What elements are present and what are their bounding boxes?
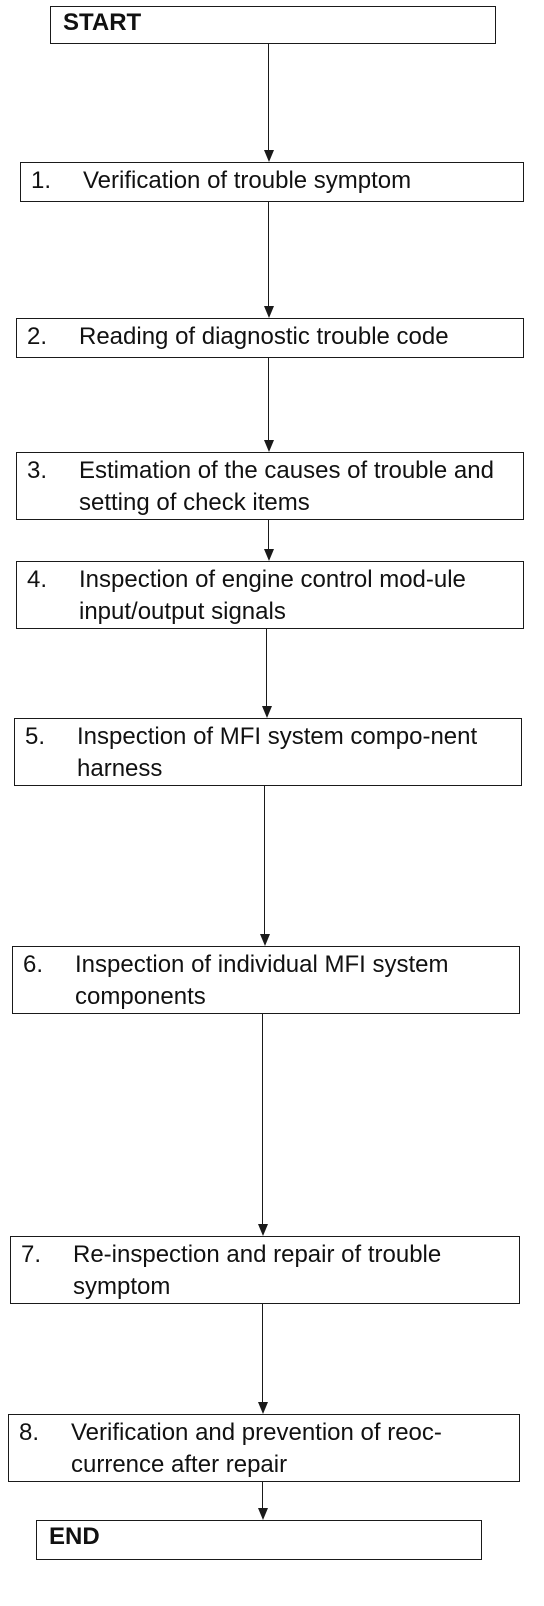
step-4-number: 4. xyxy=(27,566,48,593)
step-1-text: Verification of trouble symptom xyxy=(83,167,412,194)
step-3-box: 3. Estimation of the causes of trouble a… xyxy=(16,452,524,520)
end-terminal: END xyxy=(36,1520,482,1560)
start-label: START xyxy=(63,9,142,36)
connector-1-2 xyxy=(268,202,269,306)
step-2-box: 2. Reading of diagnostic trouble code xyxy=(16,318,524,358)
connector-6-7 xyxy=(262,1014,263,1224)
step-1-number: 1. xyxy=(31,167,52,194)
step-8-number: 8. xyxy=(19,1419,40,1446)
step-3-number: 3. xyxy=(27,457,48,484)
step-4-text: Inspection of engine control mod-ule inp… xyxy=(79,566,466,625)
step-6-text: Inspection of individual MFI system comp… xyxy=(75,951,449,1010)
step-3-text: Estimation of the causes of trouble and … xyxy=(79,457,494,516)
connector-8-end xyxy=(262,1482,263,1508)
end-label: END xyxy=(49,1523,100,1550)
step-7-text: Re-inspection and repair of trouble symp… xyxy=(73,1241,442,1300)
arrowhead-6-7 xyxy=(258,1224,268,1236)
step-2-number: 2. xyxy=(27,323,48,350)
arrowhead-4-5 xyxy=(262,706,272,718)
step-6-box: 6. Inspection of individual MFI system c… xyxy=(12,946,520,1014)
step-5-number: 5. xyxy=(25,723,46,750)
arrowhead-5-6 xyxy=(260,934,270,946)
start-terminal: START xyxy=(50,6,496,44)
step-5-text: Inspection of MFI system compo-nent harn… xyxy=(77,723,478,782)
step-7-box: 7. Re-inspection and repair of trouble s… xyxy=(10,1236,520,1304)
connector-5-6 xyxy=(264,786,265,934)
step-6-number: 6. xyxy=(23,951,44,978)
step-7-number: 7. xyxy=(21,1241,42,1268)
arrowhead-2-3 xyxy=(264,440,274,452)
step-1-box: 1. Verification of trouble symptom xyxy=(20,162,524,202)
connector-3-4 xyxy=(268,520,269,549)
arrowhead-1-2 xyxy=(264,306,274,318)
step-8-box: 8. Verification and prevention of reoc-c… xyxy=(8,1414,520,1482)
connector-4-5 xyxy=(266,629,267,706)
step-2-text: Reading of diagnostic trouble code xyxy=(79,323,449,350)
step-8-text: Verification and prevention of reoc-curr… xyxy=(71,1419,442,1478)
arrowhead-3-4 xyxy=(264,549,274,561)
arrowhead-8-end xyxy=(258,1508,268,1520)
connector-start-1 xyxy=(268,44,269,150)
arrowhead-start-1 xyxy=(264,150,274,162)
arrowhead-7-8 xyxy=(258,1402,268,1414)
step-5-box: 5. Inspection of MFI system compo-nent h… xyxy=(14,718,522,786)
connector-2-3 xyxy=(268,358,269,440)
step-4-box: 4. Inspection of engine control mod-ule … xyxy=(16,561,524,629)
connector-7-8 xyxy=(262,1304,263,1402)
